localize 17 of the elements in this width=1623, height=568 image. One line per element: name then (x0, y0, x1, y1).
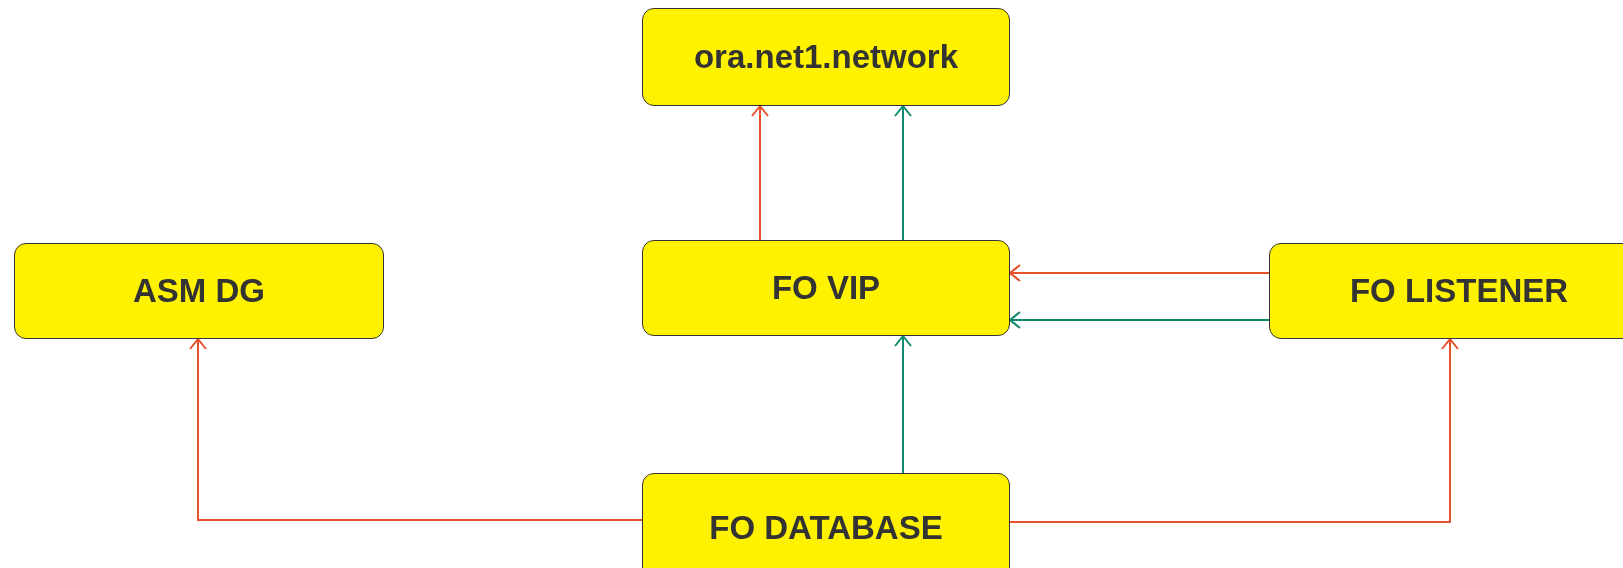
node-label: ora.net1.network (693, 38, 959, 76)
process-box (14, 243, 384, 339)
process-box (1269, 243, 1623, 339)
arrow (189, 338, 643, 521)
node-label: ASM DG (133, 272, 265, 310)
arrow (894, 105, 912, 241)
arrow (1009, 264, 1270, 282)
arrow (1009, 338, 1459, 523)
node-label: FO DATABASE (709, 509, 943, 547)
node-label: FO VIP (771, 269, 881, 307)
node-label: FO LISTENER (1349, 272, 1569, 310)
process-box (642, 473, 1010, 568)
arrow (1009, 311, 1270, 329)
process-box (642, 8, 1010, 106)
arrow (751, 105, 769, 241)
arrow (894, 335, 912, 474)
process-box (642, 240, 1010, 336)
